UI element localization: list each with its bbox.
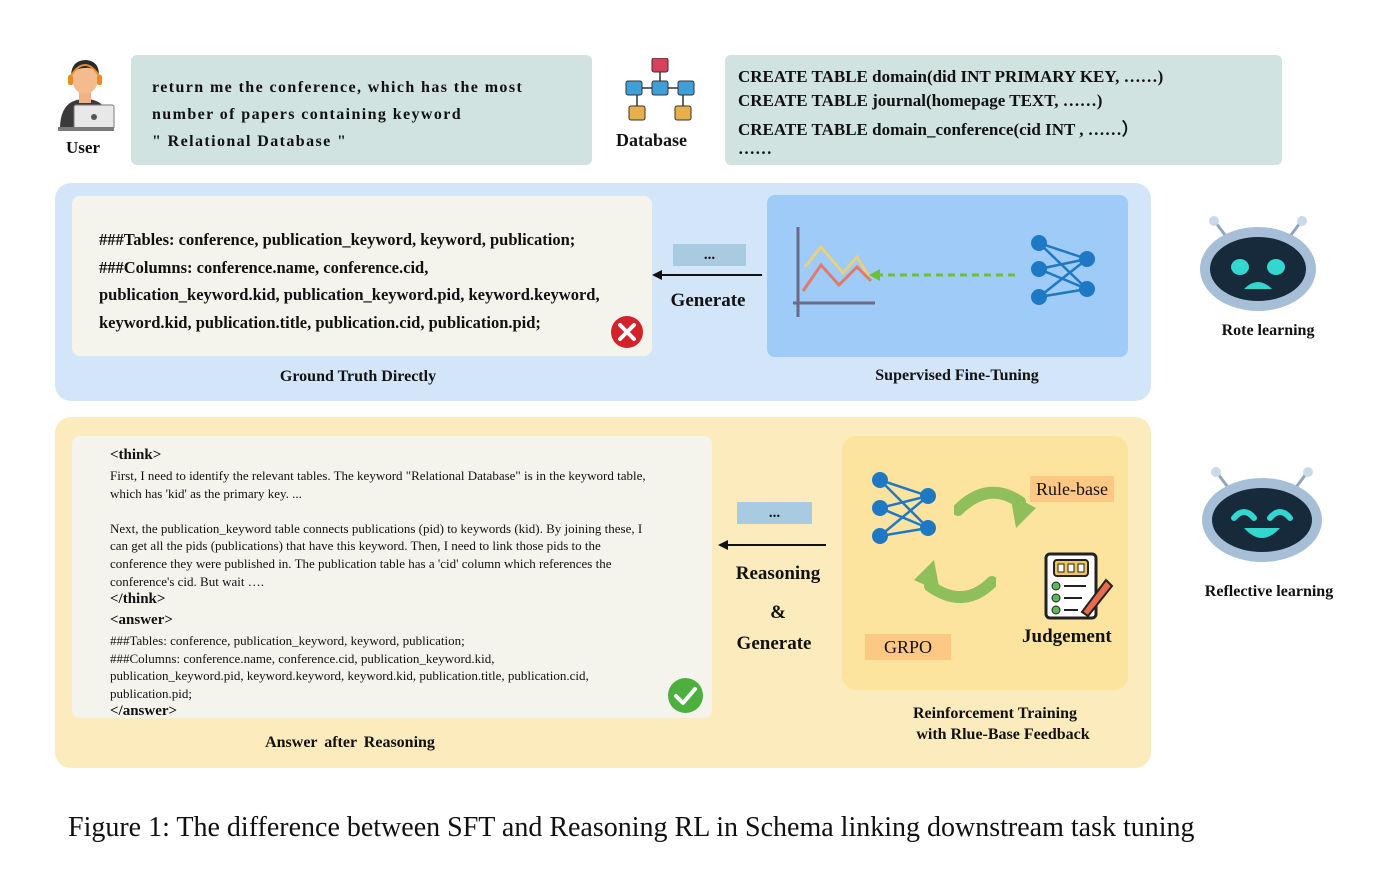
answer-open-tag: <answer> [110, 612, 173, 628]
sad-robot-icon [1200, 216, 1316, 311]
think-line-5: conference they were published in. The p… [110, 556, 612, 571]
schema-line-1: CREATE TABLE domain(did INT PRIMARY KEY,… [738, 67, 1164, 86]
loss-chart-icon [793, 227, 875, 317]
think-line-3: Next, the publication_keyword table conn… [110, 521, 643, 536]
think-line-6: conference's cid. But wait …. [110, 574, 264, 589]
rl-model-box: Rule-base Judgement GRPO [842, 436, 1128, 690]
database-figure [625, 57, 695, 122]
user-label: User [66, 138, 100, 157]
think-open-tag: <think> [110, 447, 162, 463]
rule-base-tag: Rule-base [1030, 476, 1114, 502]
rl-caption-line-1: Reinforcement Training [913, 705, 1077, 722]
schema-line-4: …… [738, 139, 772, 158]
neural-network-icon [1031, 235, 1095, 305]
think-line-1: First, I need to identify the relevant t… [110, 468, 646, 483]
gt-line-4: keyword.kid, publication.title, publicat… [99, 313, 541, 332]
rl-generate-label: Generate [736, 633, 812, 654]
user-laptop-icon [58, 60, 115, 131]
neural-network-icon [872, 472, 936, 544]
think-line-2: which has 'kid' as the primary key. ... [110, 486, 302, 501]
ground-truth-box: ###Tables: conference, publication_keywo… [72, 196, 652, 356]
reflective-learning-label: Reflective learning [1204, 583, 1334, 600]
judgement-label: Judgement [1022, 626, 1112, 647]
rl-generate-arrow [718, 540, 826, 550]
answer-line-4: publication.pid; [110, 686, 192, 701]
think-close-tag: </think> [110, 591, 166, 607]
answer-line-1: ###Tables: conference, publication_keywo… [110, 633, 465, 648]
rl-dots-box: ... [737, 502, 812, 524]
schema-box: CREATE TABLE domain(did INT PRIMARY KEY,… [725, 55, 1282, 165]
database-label: Database [616, 130, 687, 150]
gt-line-1: ###Tables: conference, publication_keywo… [99, 230, 576, 249]
rl-caption-line-2: with Rlue-Base Feedback [916, 726, 1090, 743]
grpo-tag: GRPO [865, 634, 951, 660]
query-line-1: return me the conference, which has the … [152, 79, 524, 96]
sft-model-box [767, 195, 1128, 357]
user-query-box: return me the conference, which has the … [131, 55, 592, 165]
sft-generate-arrow [652, 270, 762, 280]
answer-close-tag: </answer> [110, 703, 178, 718]
judgement-clipboard-icon [1044, 552, 1114, 620]
gt-line-3: publication_keyword.kid, publication_key… [99, 285, 600, 304]
sft-dots-box: ... [673, 244, 746, 266]
rl-reasoning-label: Reasoning [735, 563, 821, 584]
gt-caption: Ground Truth Directly [279, 368, 437, 385]
query-line-3: " Relational Database " [152, 133, 348, 150]
red-cross-icon [611, 316, 643, 348]
schema-line-2: CREATE TABLE journal(homepage TEXT, ……) [738, 91, 1103, 110]
sft-caption: Supervised Fine-Tuning [875, 367, 1039, 384]
gt-line-2: ###Columns: conference.name, conference.… [99, 258, 429, 277]
green-check-icon [668, 678, 703, 713]
reasoning-answer-box: <think> First, I need to identify the re… [72, 436, 712, 718]
rote-learning-label: Rote learning [1221, 322, 1315, 339]
answer-line-2: ###Columns: conference.name, conference.… [110, 651, 495, 666]
answer-line-3: publication_keyword.pid, keyword.keyword… [110, 668, 589, 683]
user-figure [52, 55, 118, 133]
schema-line-3: CREATE TABLE domain_conference(cid INT ,… [738, 120, 1139, 139]
cycle-arrow-top-icon [954, 486, 1036, 528]
cycle-arrow-bottom-icon [914, 560, 996, 604]
sft-dashed-arrow [869, 269, 1015, 281]
figure-caption: Figure 1: The difference between SFT and… [68, 812, 1195, 843]
query-line-2: number of papers containing keyword [152, 106, 463, 123]
rl-ampersand-label: & [770, 602, 786, 623]
think-line-4: can get all the pids (publications) that… [110, 538, 601, 553]
reasoning-caption: Answer after Reasoning [265, 734, 435, 751]
database-schema-icon [625, 57, 695, 121]
happy-robot-icon [1202, 467, 1322, 562]
sft-generate-label: Generate [670, 290, 746, 311]
